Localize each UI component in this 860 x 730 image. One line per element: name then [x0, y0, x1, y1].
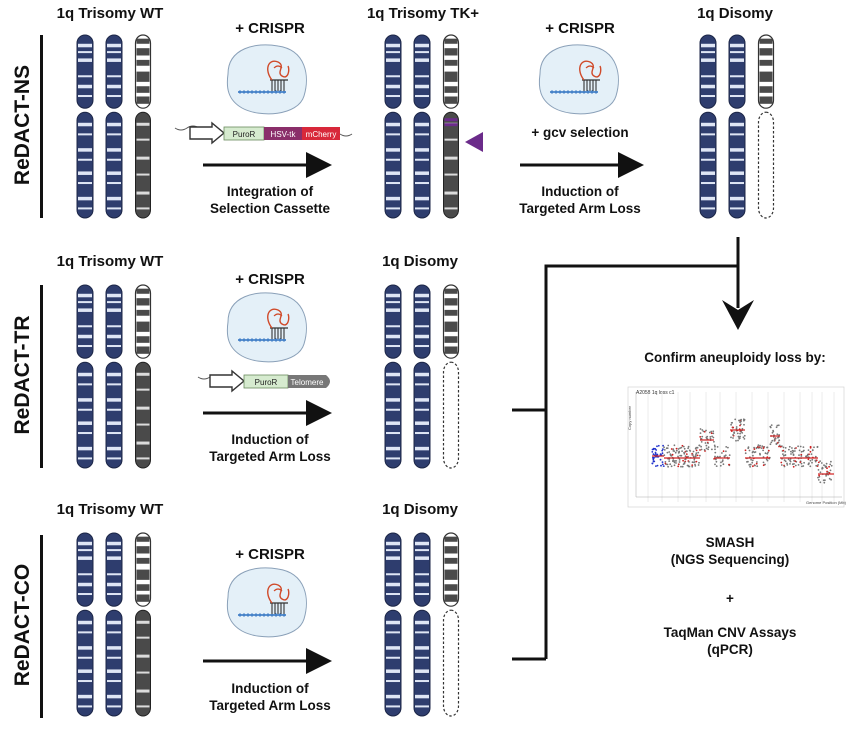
- connector-bracket: [512, 237, 740, 661]
- integration-marker-icon: [465, 132, 483, 152]
- tr-wt-chromosomes-1: [76, 284, 94, 469]
- tr-cassette-telomere: Telomere: [291, 378, 324, 387]
- ns-cassette-hsvtk: HSV-tk: [271, 130, 297, 139]
- co-step-caption: Induction of Targeted Arm Loss: [190, 680, 350, 714]
- tr-disomy-chromosomes-3: [442, 284, 460, 469]
- ns-crispr2-label: + CRISPR: [545, 20, 615, 37]
- ns-crispr-cell-icon-1: [226, 44, 307, 115]
- cnv-plot-xlabel: Genome Position (Mb): [806, 500, 847, 505]
- ns-tk-chromosomes-3: [442, 34, 460, 219]
- co-disomy-chromosomes-2: [413, 532, 431, 717]
- co-col1-label: 1q Trisomy WT: [56, 501, 164, 518]
- puror-arrow-icon: [189, 121, 226, 145]
- ns-gcv-label: + gcv selection: [531, 125, 629, 140]
- ns-disomy-chromosomes-2: [728, 34, 746, 219]
- ns-crispr1-label: + CRISPR: [235, 20, 305, 37]
- ns-cassette-puror: PuroR: [233, 130, 256, 139]
- ns-wt-chromosomes-1: [76, 34, 94, 219]
- tr-wt-chromosomes-2: [105, 284, 123, 469]
- tr-disomy-chromosomes-2: [413, 284, 431, 469]
- co-wt-chromosomes: [76, 532, 152, 717]
- ns-step2-line2: Targeted Arm Loss: [519, 201, 641, 216]
- co-wt-chromosomes-1: [76, 532, 94, 717]
- ns-side-bar: [40, 35, 43, 218]
- ns-wt-chromosomes-2: [105, 34, 123, 219]
- confirm-plus: +: [726, 591, 734, 606]
- tr-disomy-chromosomes-1: [384, 284, 402, 469]
- ns-crispr-cell-icon-2: [538, 44, 619, 115]
- ns-disomy-chromosomes-3: [757, 34, 775, 219]
- tr-puror-arrow-icon: [209, 369, 246, 393]
- tr-col2-label: 1q Disomy: [382, 253, 458, 270]
- co-disomy-chromosomes-1: [384, 532, 402, 717]
- tr-wt-chromosomes-3: [134, 284, 152, 469]
- tr-cassette: PuroR Telomere: [197, 369, 330, 393]
- ns-tk-chromosomes: [384, 34, 460, 219]
- co-side-bar: [40, 535, 43, 718]
- co-wt-chromosomes-2: [105, 532, 123, 717]
- tr-arrow: [203, 400, 332, 426]
- smash-label: SMASH: [705, 535, 755, 550]
- ns-wt-chromosomes-3: [134, 34, 152, 219]
- co-col2-label: 1q Disomy: [382, 501, 458, 518]
- co-arrow: [203, 648, 332, 674]
- tr-crispr-label: + CRISPR: [235, 271, 305, 288]
- tr-step-caption: Induction of Targeted Arm Loss: [190, 431, 350, 465]
- ns-step1-line2: Selection Cassette: [209, 201, 331, 216]
- cnv-plot-title: A2058 1q loss c1: [636, 390, 675, 396]
- smash-sub-label: (NGS Sequencing): [670, 552, 790, 567]
- tr-crispr-cell-icon: [226, 292, 307, 363]
- ns-cassette-mcherry: mCherry: [306, 130, 337, 139]
- tr-cassette-puror: PuroR: [255, 378, 278, 387]
- cnv-plot: A2058 1q loss c1 Copy number Genome Posi…: [627, 386, 847, 508]
- confirm-title: Confirm aneuploidy loss by:: [644, 350, 826, 365]
- taqman-label: TaqMan CNV Assays: [663, 625, 797, 640]
- co-crispr-cell-icon: [226, 567, 307, 638]
- ns-step2-line1: Induction of: [541, 184, 619, 199]
- ns-disomy-chromosomes: [699, 34, 775, 219]
- ns-cassette: PuroR HSV-tk mCherry: [174, 121, 353, 145]
- co-disomy-chromosomes-3: [442, 532, 460, 717]
- confirm-method2: TaqMan CNV Assays (qPCR): [620, 624, 840, 658]
- co-step-line1: Induction of: [231, 681, 309, 696]
- tr-disomy-chromosomes: [384, 284, 460, 469]
- co-step-line2: Targeted Arm Loss: [209, 698, 331, 713]
- ns-step1-line1: Integration of: [226, 184, 314, 199]
- ns-col2-label: 1q Trisomy TK+: [366, 5, 480, 22]
- co-crispr-label: + CRISPR: [235, 546, 305, 563]
- taqman-sub-label: (qPCR): [707, 642, 753, 657]
- ns-tk-chromosomes-1: [384, 34, 402, 219]
- ns-tk-chromosomes-2: [413, 34, 431, 219]
- tr-side-bar: [40, 285, 43, 468]
- ns-step1-caption: Integration of Selection Cassette: [190, 183, 350, 217]
- cnv-plot-ylabel: Copy number: [627, 405, 632, 430]
- tr-step-line2: Targeted Arm Loss: [209, 449, 331, 464]
- ns-col1-label: 1q Trisomy WT: [56, 5, 164, 22]
- tr-step-line1: Induction of: [231, 432, 309, 447]
- ns-wt-chromosomes: [76, 34, 152, 219]
- co-wt-chromosomes-3: [134, 532, 152, 717]
- co-disomy-chromosomes: [384, 532, 460, 717]
- confirm-arrowhead: [722, 300, 754, 330]
- ns-arrow-2: [520, 152, 644, 178]
- ns-col3-label: 1q Disomy: [697, 5, 773, 22]
- ns-step2-caption: Induction of Targeted Arm Loss: [500, 183, 660, 217]
- tr-col1-label: 1q Trisomy WT: [56, 253, 164, 270]
- ns-arrow-1: [203, 152, 332, 178]
- confirm-method1: SMASH (NGS Sequencing): [640, 534, 820, 568]
- tr-wt-chromosomes: [76, 284, 152, 469]
- ns-disomy-chromosomes-1: [699, 34, 717, 219]
